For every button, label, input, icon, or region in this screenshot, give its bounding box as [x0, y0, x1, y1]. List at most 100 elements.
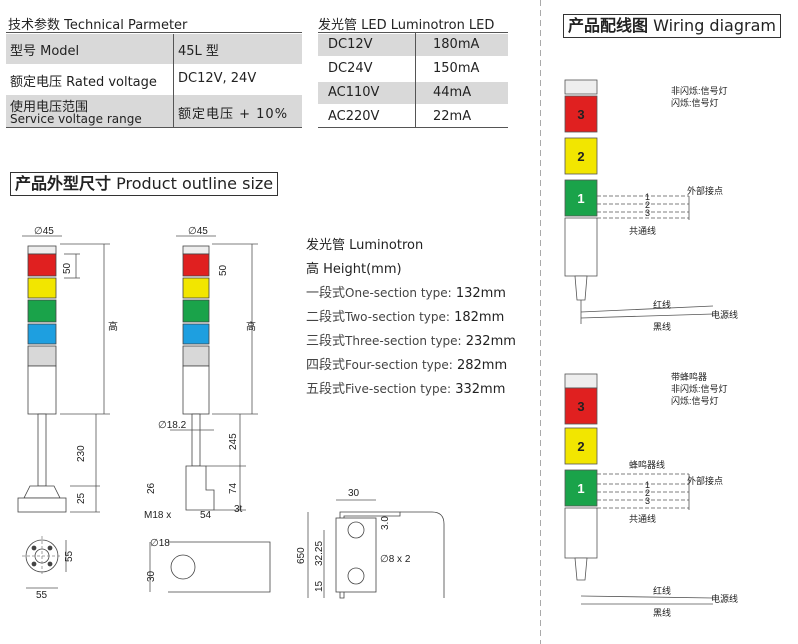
dim-3t: 3t — [234, 504, 243, 515]
section-row: 一段式One-section type: 132mm — [306, 282, 538, 306]
outline-header: 产品外型尺寸 Product outline size — [10, 172, 279, 196]
dim-25: 25 — [76, 492, 87, 504]
section-val: 282mm — [456, 358, 508, 373]
section-cn: 二段式 — [306, 310, 346, 325]
led-voltage: DC24V — [328, 61, 373, 76]
wiring-top-base — [564, 217, 598, 277]
wiring-top-lamp3: 3 — [577, 107, 584, 122]
outline-title-cn: 产品外型尺寸 — [15, 174, 112, 193]
tower-a-green — [27, 299, 57, 323]
dim-m18: M18 x — [144, 510, 171, 521]
tech-table: 型号 Model 45L 型 额定电压 Rated voltage DC12V,… — [6, 32, 302, 128]
tower-a-red — [27, 253, 57, 277]
dim-3-0: 3.0 — [380, 516, 391, 530]
tower-a-base — [27, 365, 57, 415]
dim-h50b: 50 — [218, 264, 229, 276]
dim-high-b: 高 — [246, 320, 256, 333]
tech-label: 使用电压范围 — [10, 100, 89, 115]
section-row: 二段式Two-section type: 182mm — [306, 306, 538, 330]
tower-a-yellow — [27, 277, 57, 299]
wiring-top-lamp-yellow — [564, 137, 598, 175]
tower-b-pole — [191, 413, 201, 467]
wiring-title-en: Wiring diagram — [653, 16, 776, 35]
wiring-bottom-lamp-red — [564, 387, 598, 425]
tower-a-blue — [27, 323, 57, 345]
wiring-bottom-n3: 3 — [645, 496, 650, 506]
section-en: Three-section type: — [345, 334, 462, 348]
tower-b-green — [182, 299, 210, 323]
outline-drawing: ∅45 ∅45 50 50 高 高 ∅18.2 245 230 25 26 74… — [17, 226, 445, 601]
wiring-bottom-buzzer: 蜂鸣器线 — [629, 459, 665, 470]
led-voltage: AC110V — [328, 85, 380, 100]
wiring-title-cn: 产品配线图 — [568, 16, 649, 35]
dim-30b: 30 — [348, 488, 360, 499]
dim-15: 15 — [314, 580, 325, 592]
wiring-top-lamp-green — [564, 179, 598, 217]
tech-row-voltage: 额定电压 Rated voltage DC12V, 24V — [6, 66, 302, 94]
wiring-bottom-note0: 带蜂鸣器 — [671, 371, 707, 382]
wiring-bottom-base — [564, 507, 598, 559]
led-title: 发光管 LED Luminotron LED — [318, 18, 495, 33]
dim-54: 54 — [200, 510, 212, 521]
led-current: 180mA — [433, 37, 480, 52]
dim-30a: 30 — [146, 570, 157, 582]
wiring-top-cap — [564, 79, 598, 95]
section-en: Two-section type: — [345, 310, 450, 324]
section-val: 332mm — [455, 382, 506, 397]
section-val: 232mm — [465, 334, 516, 349]
dim-55b: 55 — [36, 590, 48, 601]
wiring-top-lamp-red — [564, 95, 598, 133]
section-cn: 三段式 — [306, 334, 346, 349]
wiring-top-red: 红线 — [653, 299, 671, 310]
dim-d18: ∅18 — [150, 538, 170, 549]
tower-b-base — [182, 365, 210, 415]
lum-title: 发光管 Luminotron — [306, 238, 424, 253]
outline-title-en: Product outline size — [116, 174, 274, 193]
led-current: 150mA — [433, 61, 480, 76]
tower-b-cap — [182, 245, 210, 255]
wiring-top-note1: 非闪烁:信号灯 — [671, 85, 728, 96]
dim-26: 26 — [146, 482, 157, 494]
tech-label: 额定电压 Rated voltage — [10, 75, 157, 90]
led-voltage: AC220V — [328, 109, 380, 124]
tower-b-white — [182, 345, 210, 367]
wiring-top-n1: 1 — [645, 192, 650, 202]
wiring-bottom-black: 黑线 — [653, 607, 671, 618]
section-cn: 五段式 — [306, 382, 346, 397]
wiring-bottom-lamp-yellow — [564, 427, 598, 465]
wiring-bottom-ext: 外部接点 — [687, 475, 723, 486]
wiring-bottom-common: 共通线 — [629, 513, 656, 524]
wiring-top-lamp2: 2 — [577, 149, 584, 164]
tower-b-yellow — [182, 277, 210, 299]
wiring-bottom-n2: 2 — [645, 488, 650, 498]
dim-h50a: 50 — [62, 262, 73, 274]
section-cn: 四段式 — [306, 358, 346, 373]
wiring-top-note2: 闪烁:信号灯 — [671, 97, 719, 108]
wiring-top-n3: 3 — [645, 208, 650, 218]
section-row: 三段式Three-section type: 232mm — [306, 330, 538, 354]
wiring-top-n2: 2 — [645, 200, 650, 210]
led-current: 22mA — [433, 109, 472, 124]
wiring-bottom-note1: 非闪烁:信号灯 — [671, 383, 728, 394]
section-row: 四段式Four-section type: 282mm — [306, 354, 538, 378]
wiring-bottom-cap — [564, 373, 598, 389]
dim-230: 230 — [76, 445, 87, 462]
tech-label-en: Service voltage range — [10, 112, 142, 126]
tower-a-foot — [17, 497, 67, 513]
wiring-bottom-lamp-green — [564, 469, 598, 507]
tower-a-cap — [27, 245, 57, 255]
wiring-top-black: 黑线 — [653, 321, 671, 332]
dim-74: 74 — [228, 482, 239, 494]
bracket-plate — [168, 541, 271, 593]
dim-245: 245 — [228, 433, 239, 450]
dim-650: 650 — [296, 547, 307, 564]
wiring-bottom-lamp3: 3 — [577, 399, 584, 414]
section-en: Four-section type: — [345, 358, 453, 372]
wiring-top-lamp1: 1 — [577, 191, 584, 206]
wiring-bottom-note2: 闪烁:信号灯 — [671, 395, 719, 406]
tech-label: 型号 Model — [10, 44, 80, 59]
tech-value: 额定电压 + 10% — [178, 107, 289, 122]
tower-a-white — [27, 345, 57, 367]
section-val: 132mm — [455, 286, 506, 301]
vertical-divider — [540, 0, 541, 644]
